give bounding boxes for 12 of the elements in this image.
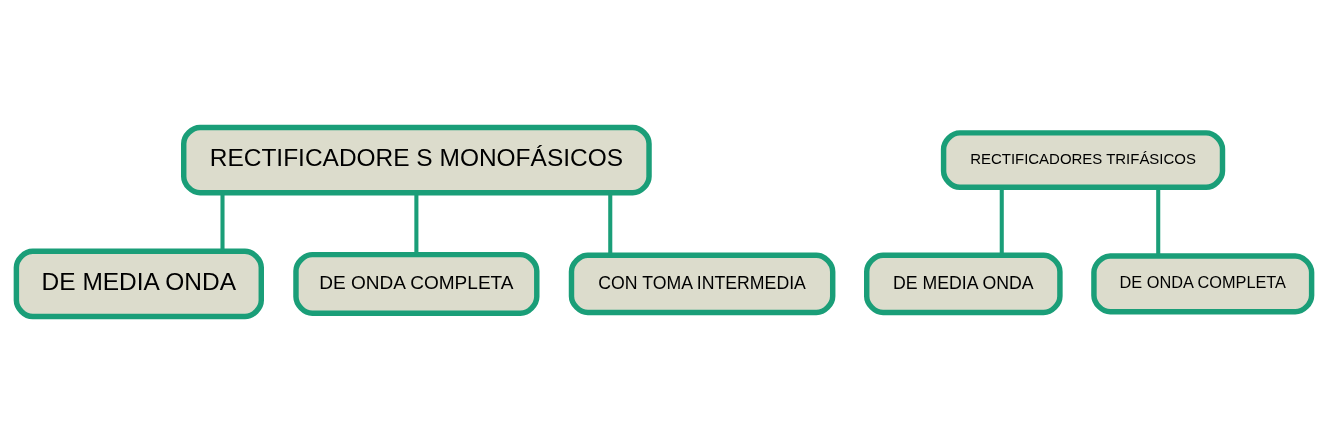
connector: [1156, 187, 1161, 256]
node-box: DE MEDIA ONDA: [864, 252, 1063, 315]
node-box: DE ONDA COMPLETA: [293, 251, 540, 316]
connector: [220, 192, 225, 251]
connector: [414, 192, 419, 254]
node-box: RECTIFICADORES TRIFÁSICOS: [940, 129, 1226, 190]
connector: [999, 187, 1004, 255]
node-box: DE ONDA COMPLETA: [1091, 252, 1315, 315]
node-box: DE MEDIA ONDA: [13, 248, 264, 319]
connector: [608, 192, 613, 255]
node-box: CON TOMA INTERMEDIA: [568, 252, 836, 315]
node-box: RECTIFICADORE S MONOFÁSICOS: [181, 124, 652, 195]
